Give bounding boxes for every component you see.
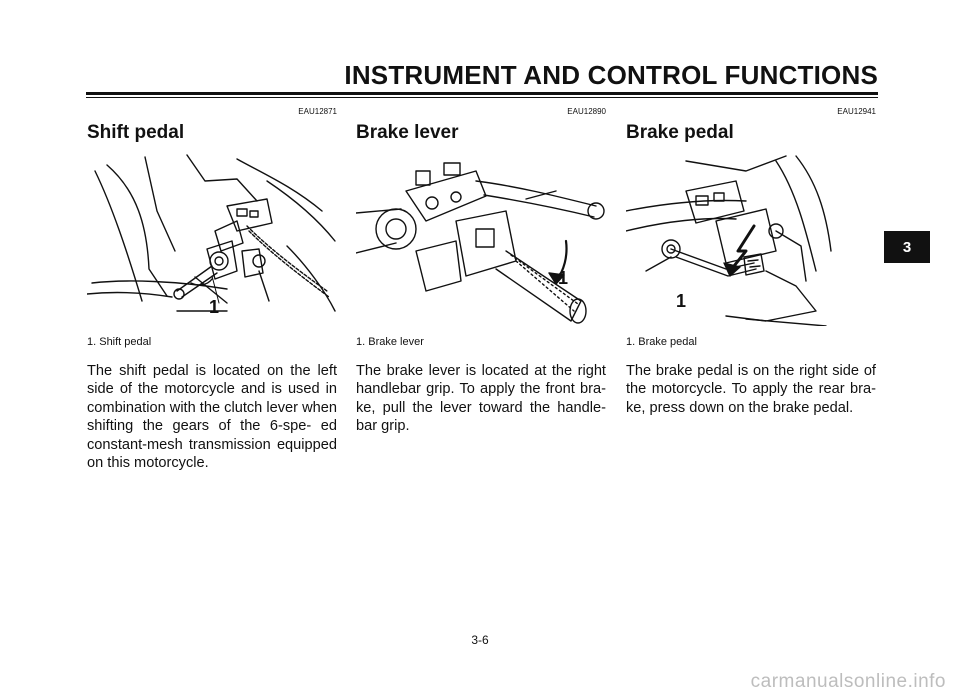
section-body: The brake pedal is on the right side of … xyxy=(626,363,876,416)
section-code: EAU12941 xyxy=(837,107,876,116)
header-title: INSTRUMENT AND CONTROL FUNCTIONS xyxy=(344,60,878,90)
brake-lever-illustration xyxy=(356,162,605,324)
section-body: The shift pedal is located on the left s… xyxy=(87,363,337,472)
figure-caption: 1. Brake pedal xyxy=(626,336,697,348)
callout-brake-pedal: 1 xyxy=(676,291,686,311)
shift-pedal-illustration xyxy=(87,154,336,312)
section-brake-lever: EAU12890 Brake lever 1 1. Brake lever Th… xyxy=(356,100,606,436)
section-title: Brake pedal xyxy=(626,122,734,143)
section-title: Brake lever xyxy=(356,122,459,143)
page-number: 3-6 xyxy=(471,633,489,647)
section-code: EAU12890 xyxy=(567,107,606,116)
header-rule-thin xyxy=(86,97,878,98)
section-shift-pedal: EAU12871 Shift pedal 1 1. Shift pedal xyxy=(87,100,337,472)
watermark: carmanualsonline.info xyxy=(750,671,946,692)
figure-caption: 1. Shift pedal xyxy=(87,336,152,348)
callout-label: 1 xyxy=(676,291,686,311)
callout-shift-pedal: 1 xyxy=(209,297,219,317)
section-code: EAU12871 xyxy=(298,107,337,116)
callout-label: 1 xyxy=(209,297,219,317)
callout-brake-lever: 1 xyxy=(558,268,568,288)
brake-pedal-illustration xyxy=(626,155,832,326)
figure-caption: 1. Brake lever xyxy=(356,336,424,348)
chapter-tab: 3 xyxy=(884,231,930,263)
section-brake-pedal: EAU12941 Brake pedal 1 1. Brake pedal Th… xyxy=(626,100,876,417)
section-body: The brake lever is located at the right … xyxy=(356,363,606,435)
header-rule xyxy=(86,92,878,95)
section-title: Shift pedal xyxy=(87,122,185,143)
callout-label: 1 xyxy=(558,268,568,288)
